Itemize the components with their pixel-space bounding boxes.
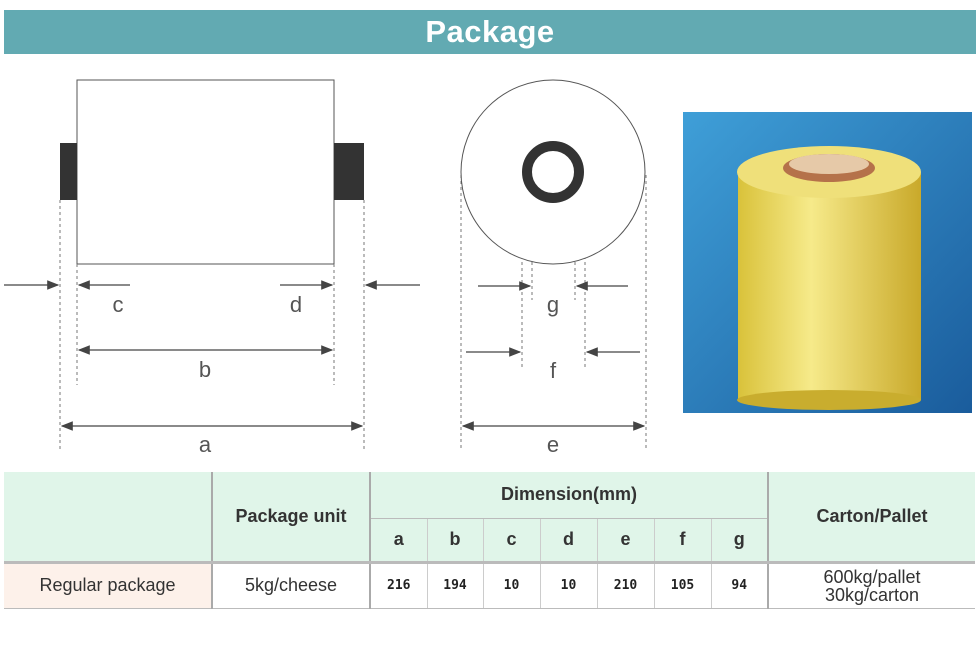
header-carton-pallet: Carton/Pallet xyxy=(767,472,975,562)
label-a: a xyxy=(199,432,212,457)
header-dim-g: g xyxy=(710,518,768,562)
header-package-unit: Package unit xyxy=(211,472,370,562)
cheese-side-view xyxy=(76,79,335,265)
label-d: d xyxy=(290,292,302,317)
row-unit: 5kg/cheese xyxy=(211,562,370,609)
header-dim-c: c xyxy=(482,518,540,562)
header-dimension: Dimension(mm) xyxy=(369,472,768,519)
label-f: f xyxy=(550,358,557,383)
tube-right xyxy=(334,143,364,200)
empty-header-cell xyxy=(4,472,212,562)
dim-b-value: 194 xyxy=(426,562,483,609)
dim-f-value: 105 xyxy=(653,562,711,609)
dim-a-value: 216 xyxy=(369,562,427,609)
header-dim-a: a xyxy=(369,518,427,562)
header-dim-d: d xyxy=(539,518,597,562)
label-e: e xyxy=(547,432,559,457)
product-photo xyxy=(683,112,972,413)
row-label: Regular package xyxy=(4,562,212,609)
label-c: c xyxy=(113,292,124,317)
dim-g-value: 94 xyxy=(710,562,768,609)
label-g: g xyxy=(547,292,559,317)
table-row: Regular package 5kg/cheese 216 194 10 10… xyxy=(4,562,975,609)
dim-c-value: 10 xyxy=(482,562,540,609)
package-spec-table: Package unit Dimension(mm) Carton/Pallet… xyxy=(4,472,975,609)
title-banner: Package xyxy=(4,10,976,54)
tube-end xyxy=(522,141,584,203)
page-title: Package xyxy=(425,14,555,49)
dim-d-value: 10 xyxy=(539,562,597,609)
tube-left xyxy=(60,143,77,200)
carton-pallet-value: 600kg/pallet 30kg/carton xyxy=(767,562,975,609)
carton-line-1: 600kg/pallet xyxy=(823,566,921,587)
label-b: b xyxy=(199,357,211,382)
header-dim-f: f xyxy=(653,518,711,562)
carton-line-2: 30kg/carton xyxy=(824,584,920,605)
header-dim-b: b xyxy=(426,518,483,562)
package-dimension-diagram: c d b a g f e xyxy=(4,79,647,457)
header-dim-e: e xyxy=(596,518,654,562)
dim-e-value: 210 xyxy=(596,562,654,609)
